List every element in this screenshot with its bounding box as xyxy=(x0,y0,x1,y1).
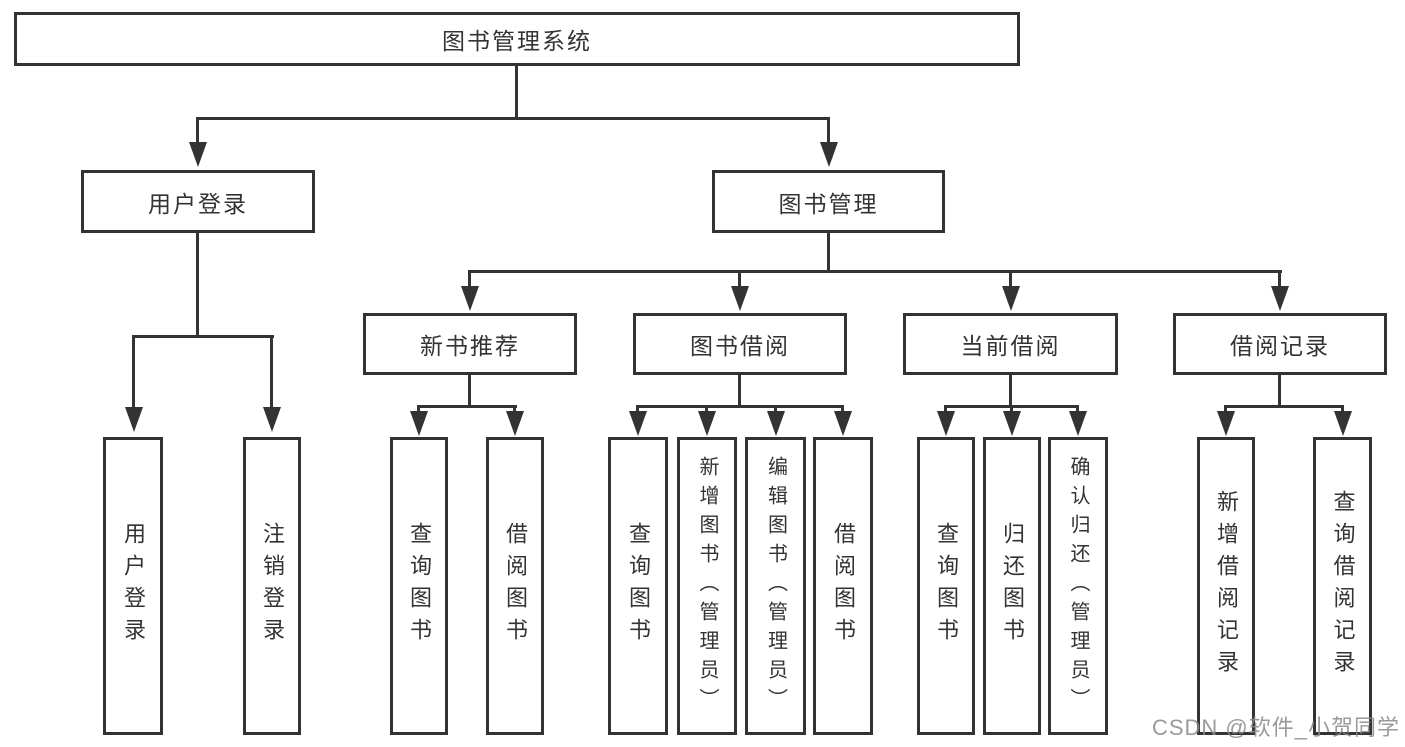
arrow-down-icon xyxy=(513,408,516,412)
arrow-down-icon xyxy=(944,408,947,412)
node-book-management-label: 图书管理 xyxy=(778,190,879,217)
arrow-down-icon xyxy=(705,408,708,412)
arrow-down-icon xyxy=(636,408,639,412)
leaf-query-books-borrowing: 查询图书 xyxy=(608,437,668,735)
arrow-down-icon xyxy=(270,338,273,408)
arrow-down-icon xyxy=(1341,408,1344,412)
leaf-query-books-current: 查询图书 xyxy=(917,437,975,735)
leaf-confirm-return-admin: 确认归还（管理员） xyxy=(1048,437,1108,735)
connector-hline-root xyxy=(196,117,830,120)
csdn-watermark: CSDN @软件_小贺同学 xyxy=(1151,715,1400,740)
connector-stem-recommend xyxy=(468,375,471,408)
node-current-borrowing: 当前借阅 xyxy=(903,313,1118,375)
leaf-query-books-recommend: 查询图书 xyxy=(390,437,448,735)
leaf-user-login-label: 用户登录 xyxy=(121,522,146,650)
leaf-return-book: 归还图书 xyxy=(983,437,1041,735)
connector-stem-records xyxy=(1278,375,1281,408)
connector-hline-book-mgmt xyxy=(468,270,1282,273)
connector-stem-book-mgmt xyxy=(827,233,830,272)
leaf-add-borrow-record-label: 新增借阅记录 xyxy=(1214,490,1239,682)
leaf-add-borrow-record: 新增借阅记录 xyxy=(1197,437,1255,735)
node-current-borrowing-label: 当前借阅 xyxy=(960,333,1061,359)
leaf-query-borrow-record: 查询借阅记录 xyxy=(1313,437,1372,735)
arrow-down-icon xyxy=(1076,408,1079,412)
arrow-down-icon xyxy=(1010,408,1013,412)
leaf-borrow-books-borrowing-label: 借阅图书 xyxy=(831,522,856,650)
connector-stem-root xyxy=(515,66,518,120)
arrow-down-icon xyxy=(417,408,420,412)
node-borrowing-records: 借阅记录 xyxy=(1173,313,1387,375)
arrow-down-icon xyxy=(1224,408,1227,412)
node-user-login-label: 用户登录 xyxy=(148,190,248,217)
leaf-borrow-books-recommend-label: 借阅图书 xyxy=(503,522,528,650)
leaf-borrow-books-recommend: 借阅图书 xyxy=(486,437,544,735)
connector-hline-user-login xyxy=(132,335,274,338)
arrow-down-icon xyxy=(196,119,199,143)
node-new-book-recommend: 新书推荐 xyxy=(363,313,577,375)
connector-hline-current xyxy=(944,405,1079,408)
node-root: 图书管理系统 xyxy=(14,12,1020,66)
leaf-query-books-current-label: 查询图书 xyxy=(934,522,959,650)
node-user-login: 用户登录 xyxy=(81,170,315,233)
arrow-down-icon xyxy=(738,273,741,287)
connector-stem-borrowing xyxy=(738,375,741,408)
node-borrowing-records-label: 借阅记录 xyxy=(1230,333,1330,359)
arrow-down-icon xyxy=(774,408,777,412)
arrow-down-icon xyxy=(841,408,844,412)
arrow-down-icon xyxy=(468,273,471,287)
node-book-management: 图书管理 xyxy=(712,170,945,233)
connector-hline-records xyxy=(1224,405,1344,408)
arrow-down-icon xyxy=(132,338,135,408)
node-book-borrowing: 图书借阅 xyxy=(633,313,847,375)
leaf-add-book-admin-label: 新增图书（管理员） xyxy=(696,455,718,717)
leaf-query-borrow-record-label: 查询借阅记录 xyxy=(1330,490,1356,682)
leaf-edit-book-admin: 编辑图书（管理员） xyxy=(745,437,806,735)
leaf-return-book-label: 归还图书 xyxy=(1000,522,1025,650)
connector-hline-recommend xyxy=(417,405,517,408)
connector-stem-user-login xyxy=(196,233,199,338)
leaf-logout-label: 注销登录 xyxy=(260,522,285,650)
leaf-logout: 注销登录 xyxy=(243,437,301,735)
leaf-user-login: 用户登录 xyxy=(103,437,163,735)
arrow-down-icon xyxy=(827,119,830,143)
leaf-add-book-admin: 新增图书（管理员） xyxy=(677,437,737,735)
leaf-confirm-return-admin-label: 确认归还（管理员） xyxy=(1067,455,1089,717)
leaf-query-books-borrowing-label: 查询图书 xyxy=(626,522,651,650)
node-new-book-recommend-label: 新书推荐 xyxy=(420,333,520,359)
leaf-query-books-recommend-label: 查询图书 xyxy=(407,522,432,650)
connector-hline-borrowing xyxy=(636,405,844,408)
leaf-borrow-books-borrowing: 借阅图书 xyxy=(813,437,873,735)
connector-stem-current xyxy=(1009,375,1012,408)
arrow-down-icon xyxy=(1009,273,1012,287)
node-book-borrowing-label: 图书借阅 xyxy=(690,333,790,359)
arrow-down-icon xyxy=(1278,273,1281,287)
node-root-label: 图书管理系统 xyxy=(442,28,592,54)
leaf-edit-book-admin-label: 编辑图书（管理员） xyxy=(764,455,787,717)
